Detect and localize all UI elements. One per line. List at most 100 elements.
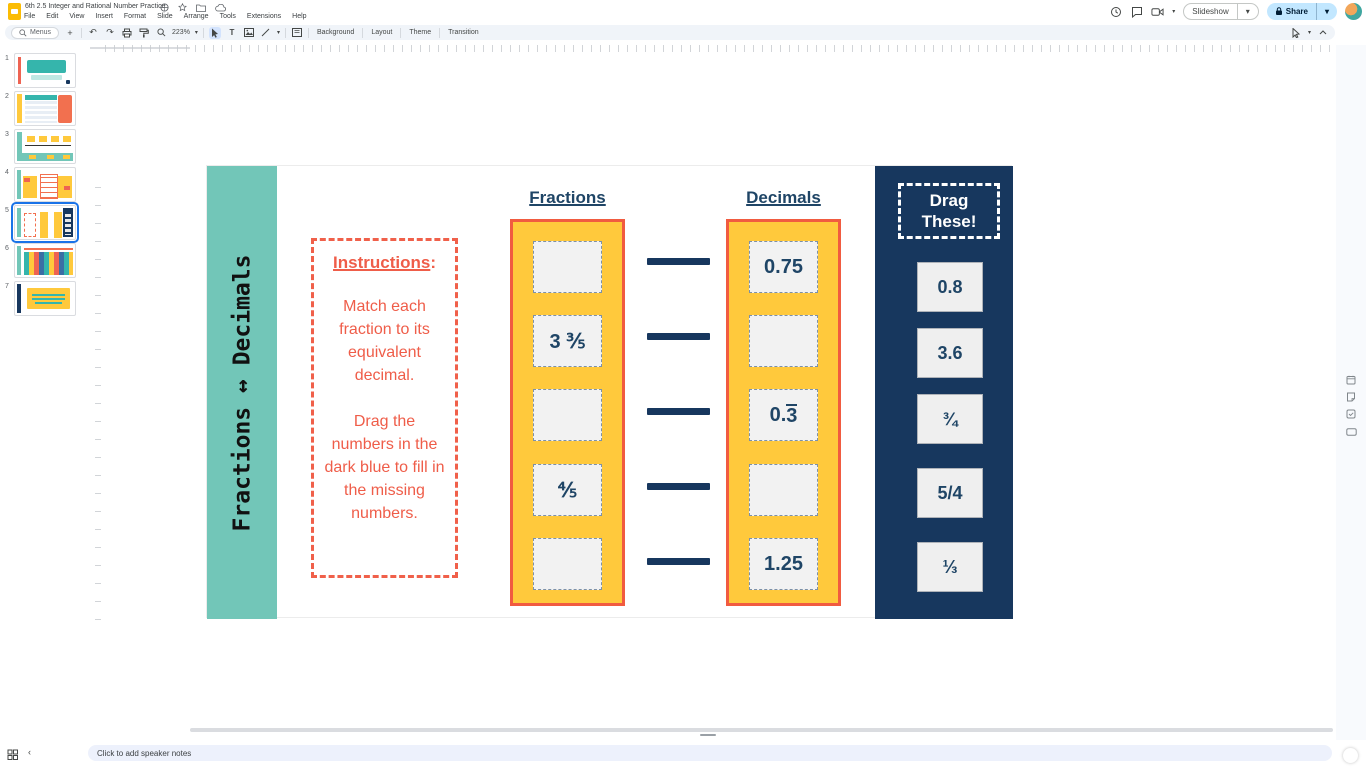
keep-notes-icon[interactable] — [1346, 389, 1356, 407]
version-history-icon[interactable] — [1109, 5, 1122, 18]
decimal-slot-3[interactable]: 0.3 — [749, 389, 818, 441]
help-button[interactable] — [1343, 748, 1358, 763]
slide-canvas[interactable]: Fractions ↔ Decimals Instructions: Match… — [206, 165, 1013, 619]
search-icon — [19, 28, 27, 36]
menu-insert[interactable]: Insert — [95, 13, 113, 20]
print-button[interactable] — [121, 27, 133, 39]
document-title[interactable]: 6th 2.5 Integer and Rational Number Prac… — [25, 3, 166, 10]
speaker-notes-bar[interactable]: Click to add speaker notes — [88, 745, 1332, 761]
slide-thumbnail-row-6: 6 — [0, 243, 90, 278]
drag-tile-five-fourths[interactable]: 5/4 — [917, 468, 983, 518]
paint-format-button[interactable] — [138, 27, 150, 39]
speaker-notes-placeholder: Click to add speaker notes — [97, 748, 192, 758]
drag-tile-three-fourths[interactable]: ¾ — [917, 394, 983, 444]
menu-slide[interactable]: Slide — [157, 13, 173, 20]
zoom-level-value[interactable]: 223% — [172, 29, 190, 36]
circle-status-icon[interactable] — [160, 3, 169, 12]
drag-tile-3.6[interactable]: 3.6 — [917, 328, 983, 378]
slide-thumbnail-row-4: 4 — [0, 167, 90, 202]
slide-number: 3 — [5, 131, 9, 138]
decimal-slot-2[interactable] — [749, 315, 818, 367]
slide-number: 7 — [5, 283, 9, 290]
menu-extensions[interactable]: Extensions — [246, 13, 282, 20]
text-box-tool-button[interactable]: T — [229, 28, 235, 37]
meet-camera-icon[interactable] — [1151, 5, 1164, 18]
slide-side-bar[interactable]: Fractions ↔ Decimals — [207, 166, 277, 619]
match-dash-5 — [647, 558, 710, 565]
input-mode-cursor-button[interactable] — [1290, 27, 1302, 39]
match-dash-3 — [647, 408, 710, 415]
line-dropdown-caret[interactable]: ▾ — [276, 30, 280, 36]
menu-format[interactable]: Format — [123, 13, 147, 20]
menu-file[interactable]: File — [24, 13, 36, 20]
insert-image-button[interactable] — [243, 27, 255, 39]
insert-line-button[interactable] — [260, 27, 272, 39]
insert-placeholder-button[interactable] — [291, 27, 303, 39]
instructions-paragraph-1: Match each fraction to its equivalent de… — [339, 298, 430, 384]
fraction-slot-2[interactable]: 3 ⅗ — [533, 315, 602, 367]
slide-thumbnail-1[interactable] — [14, 53, 76, 88]
redo-button[interactable]: ↷ — [106, 27, 114, 37]
share-button[interactable]: Share — [1267, 7, 1316, 16]
comments-icon[interactable] — [1130, 5, 1143, 18]
slide-thumbnail-4[interactable] — [14, 167, 76, 202]
fractions-header: Fractions — [529, 188, 606, 207]
drag-these-panel[interactable]: Drag These! 0.8 3.6 ¾ 5/4 ⅓ — [875, 166, 1013, 619]
instructions-box[interactable]: Instructions: Match each fraction to its… — [311, 238, 458, 578]
decimal-slot-4[interactable] — [749, 464, 818, 516]
menu-edit[interactable]: Edit — [46, 13, 59, 20]
collapse-filmstrip-chevron[interactable]: ‹ — [28, 747, 31, 757]
transition-button[interactable]: Transition — [448, 29, 479, 36]
menu-view[interactable]: View — [69, 13, 85, 20]
slide-thumbnail-3[interactable] — [14, 129, 76, 164]
collapse-toolbar-chevron[interactable] — [1317, 27, 1329, 39]
fraction-slot-1[interactable] — [533, 241, 602, 293]
slide-thumbnail-row-7: 7 — [0, 281, 90, 316]
decimals-column[interactable]: 0.75 0.3 1.25 — [726, 219, 841, 606]
menus-search-button[interactable]: Menus — [11, 26, 60, 39]
input-mode-caret[interactable]: ▾ — [1307, 30, 1311, 36]
fraction-slot-3[interactable] — [533, 389, 602, 441]
decimal-slot-1[interactable]: 0.75 — [749, 241, 818, 293]
slide-thumbnail-7[interactable] — [14, 281, 76, 316]
fractions-column[interactable]: 3 ⅗ ⅘ — [510, 219, 625, 606]
slide-thumbnail-6[interactable] — [14, 243, 76, 278]
fraction-slot-4[interactable]: ⅘ — [533, 464, 602, 516]
background-button[interactable]: Background — [316, 29, 355, 36]
slides-logo-icon[interactable] — [8, 3, 21, 20]
decimal-slot-5[interactable]: 1.25 — [749, 538, 818, 590]
slide-thumbnail-5[interactable] — [11, 202, 79, 243]
select-tool-button[interactable] — [208, 26, 221, 39]
theme-button[interactable]: Theme — [409, 29, 432, 36]
undo-button[interactable]: ↶ — [89, 27, 97, 37]
tasks-icon[interactable] — [1346, 406, 1356, 424]
menu-tools[interactable]: Tools — [219, 13, 236, 20]
titlebar: 6th 2.5 Integer and Rational Number Prac… — [0, 0, 1366, 24]
cloud-status-icon[interactable] — [215, 3, 226, 12]
contacts-icon[interactable] — [1346, 423, 1357, 441]
lock-icon — [1275, 7, 1282, 15]
menu-help[interactable]: Help — [292, 13, 307, 20]
meet-dropdown-caret[interactable]: ▾ — [1172, 9, 1176, 15]
slideshow-dropdown-caret[interactable]: ▾ — [1245, 7, 1250, 16]
fraction-slot-5[interactable] — [533, 538, 602, 590]
notes-resize-handle[interactable] — [700, 734, 716, 736]
move-folder-icon[interactable] — [196, 4, 206, 12]
horizontal-ruler — [97, 45, 1333, 52]
layout-button[interactable]: Layout — [371, 29, 393, 36]
zoom-dropdown-caret[interactable]: ▾ — [194, 30, 198, 36]
grid-view-icon[interactable] — [7, 747, 18, 765]
drag-tile-0.8[interactable]: 0.8 — [917, 262, 983, 312]
share-dropdown-caret[interactable]: ▾ — [1324, 7, 1329, 16]
drag-tile-one-third[interactable]: ⅓ — [917, 542, 983, 592]
new-slide-plus-button[interactable]: + — [67, 27, 73, 38]
slide-number: 5 — [5, 207, 9, 214]
zoom-button[interactable] — [155, 27, 167, 39]
menu-arrange[interactable]: Arrange — [183, 13, 209, 20]
star-icon[interactable] — [178, 3, 187, 12]
slide-thumbnail-2[interactable] — [14, 91, 76, 126]
horizontal-scrollbar[interactable] — [190, 728, 1333, 732]
account-avatar[interactable] — [1345, 3, 1362, 20]
calendar-icon[interactable] — [1346, 372, 1356, 390]
slideshow-button[interactable]: Slideshow — [1192, 7, 1229, 16]
